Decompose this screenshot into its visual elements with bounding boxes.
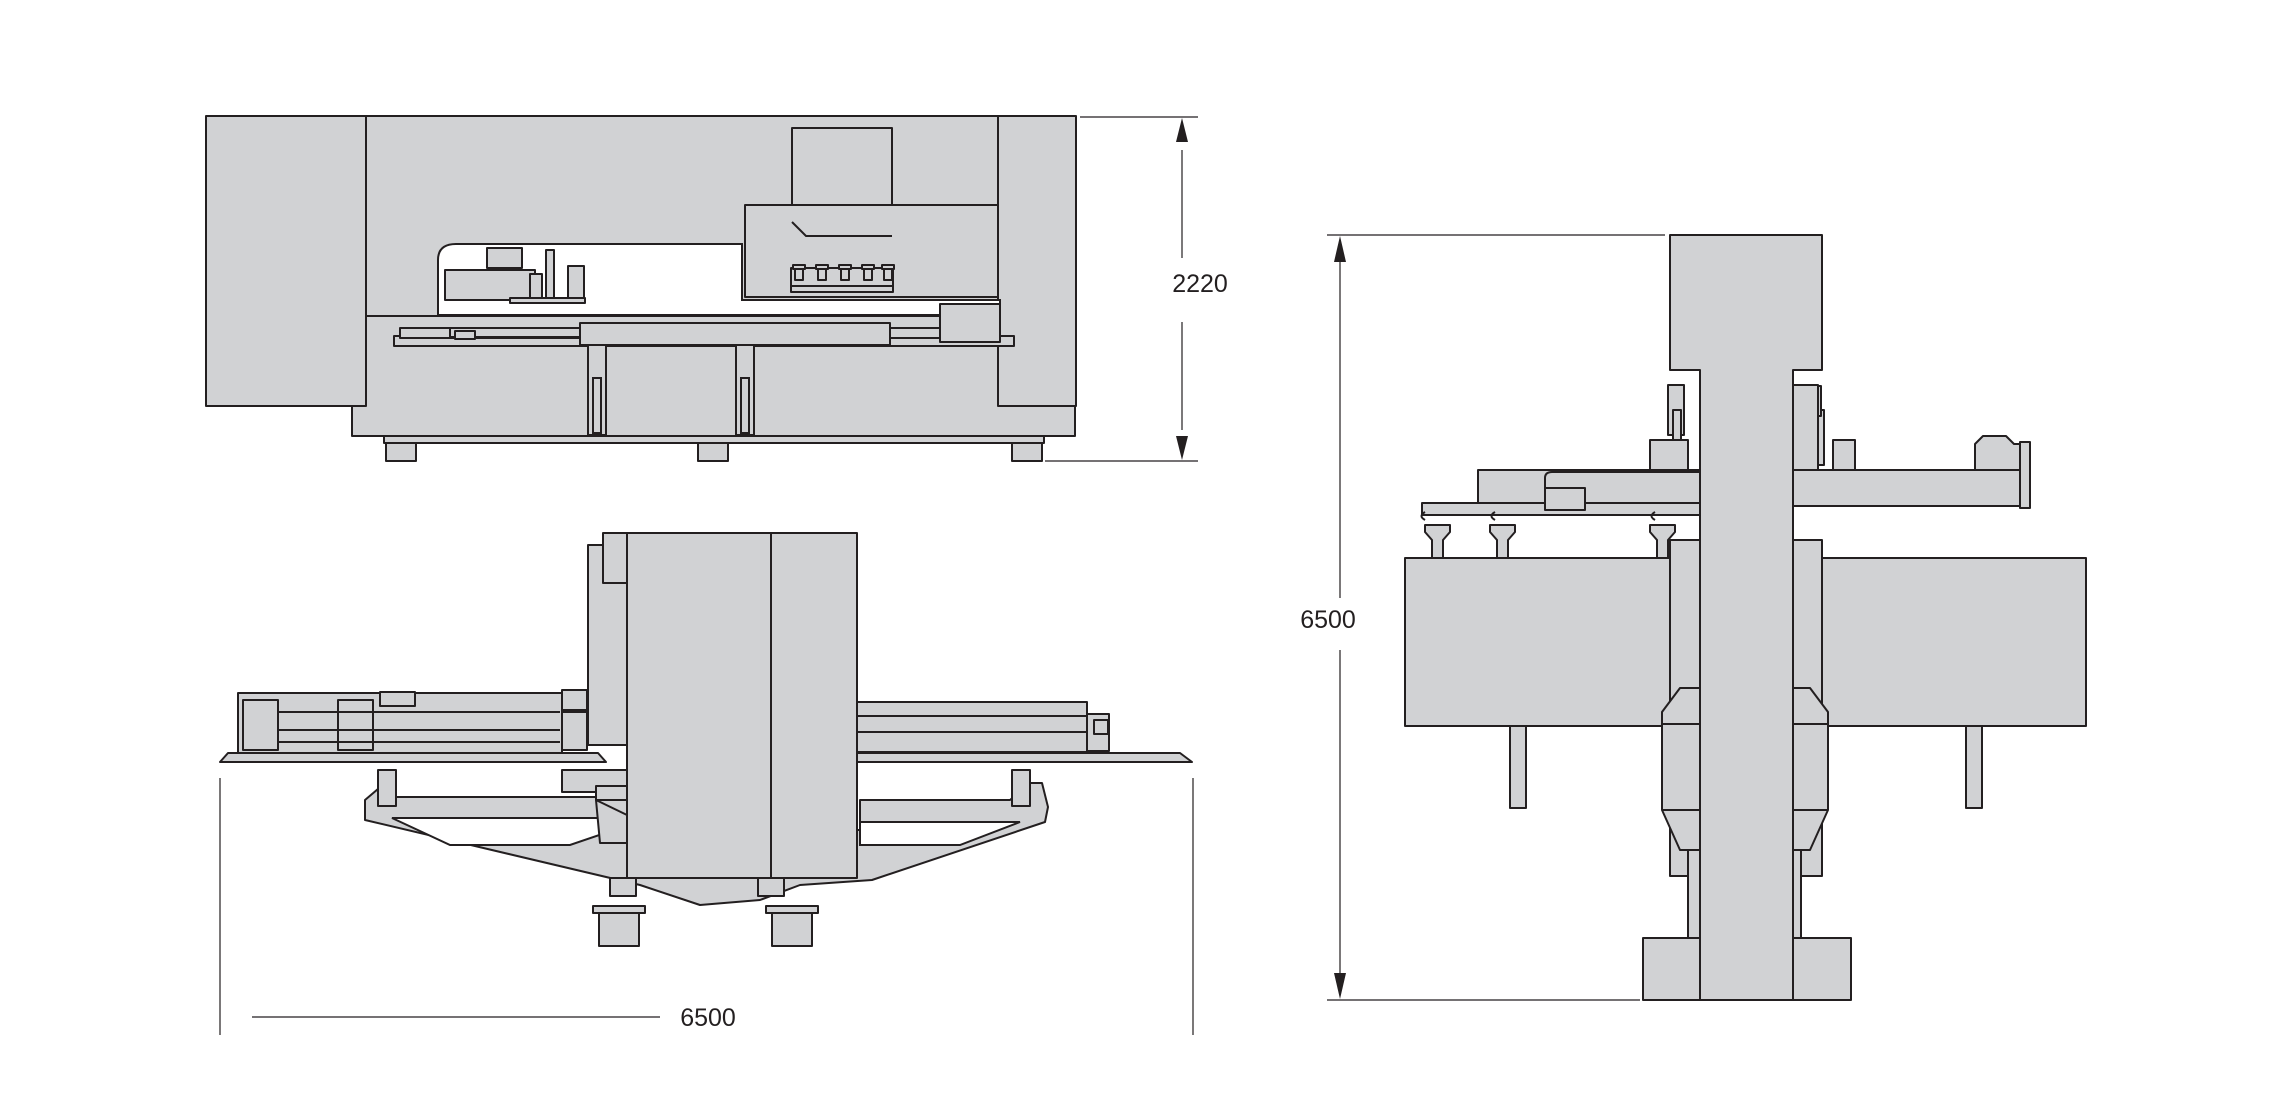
width-dimension: 6500: [219, 778, 1194, 1035]
carriage: [579, 322, 891, 346]
length-label: 6500: [1300, 606, 1356, 634]
side-table: [1820, 557, 2087, 727]
table-leg: [587, 344, 607, 436]
suction-cups: [1420, 511, 1676, 559]
machine-foot: [598, 911, 640, 947]
machine-foot: [697, 442, 729, 462]
arrow-head: [1176, 118, 1188, 142]
arrow-head: [1176, 436, 1188, 460]
width-label: 6500: [680, 1004, 736, 1032]
control-cabinet: [205, 115, 367, 407]
machine-foot: [385, 442, 417, 462]
press-column: [626, 532, 858, 879]
plan-view: [219, 532, 1193, 947]
main-column: [1669, 234, 1823, 1001]
table-leg: [735, 344, 755, 436]
elevation-view: [205, 115, 1077, 462]
tool-row: [790, 264, 895, 293]
length-dimension: 6500: [1300, 234, 1665, 1001]
arrow-head: [1334, 973, 1346, 999]
side-view: [1404, 234, 2087, 1001]
machine-foot: [771, 911, 813, 947]
arrow-head: [1334, 236, 1346, 262]
machine-foot: [1011, 442, 1043, 462]
height-label: 2220: [1172, 270, 1228, 298]
side-table: [1404, 557, 1671, 727]
unloading-table: [851, 701, 1088, 753]
height-dimension: 2220: [1045, 116, 1228, 462]
